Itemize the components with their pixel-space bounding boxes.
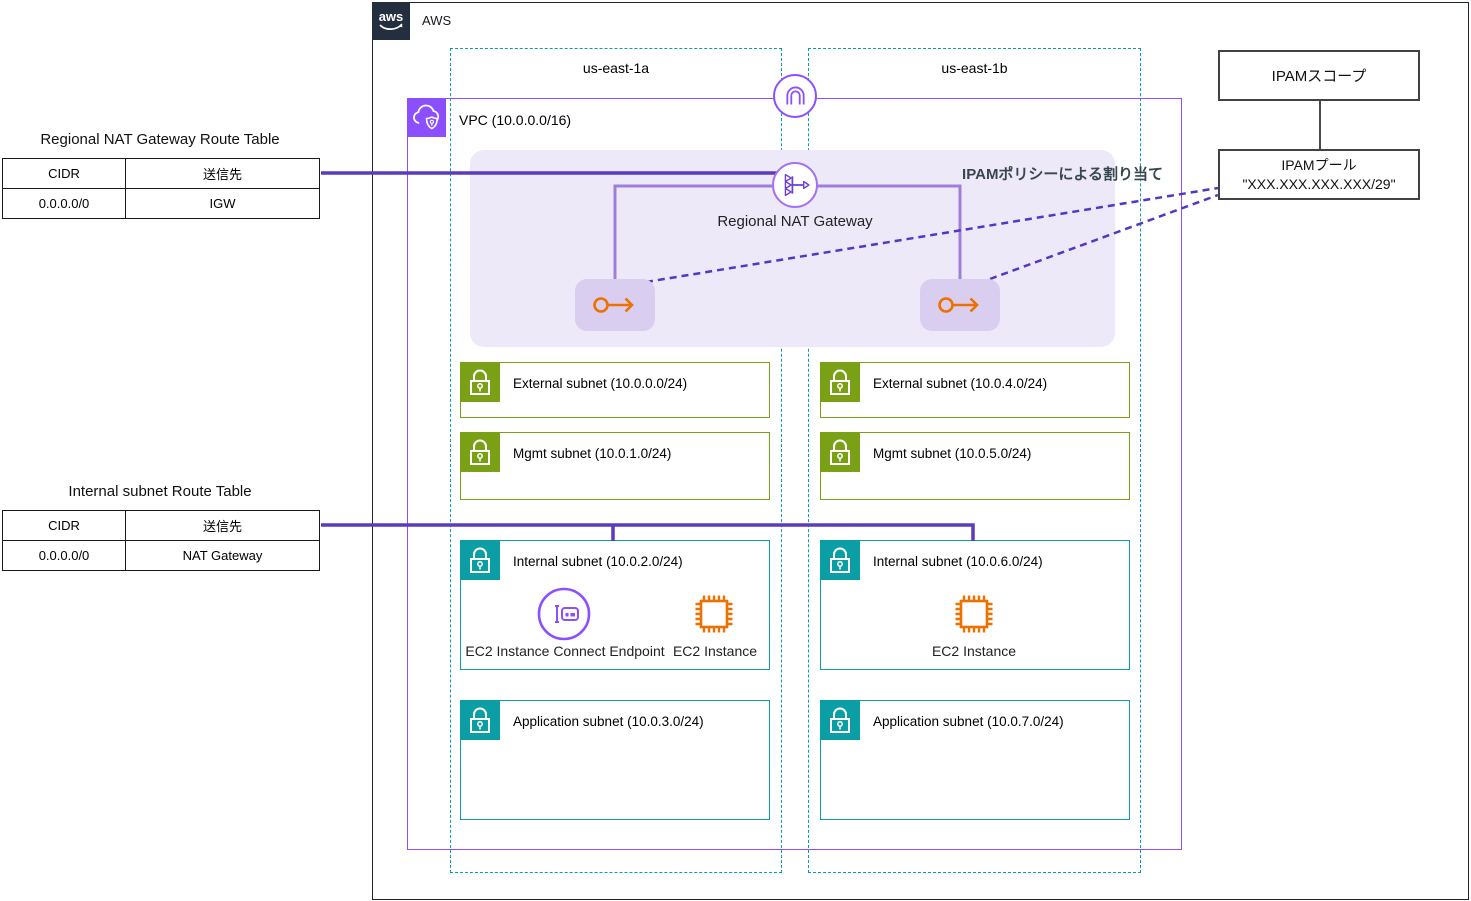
ec2-instance-connect-endpoint-icon <box>536 586 592 642</box>
subnet-a-external: External subnet (10.0.0.0/24) <box>459 361 770 418</box>
ipam-scope-label: IPAMスコープ <box>1271 68 1367 85</box>
col-header-dest: 送信先 <box>125 510 320 541</box>
aws-logo-icon: aws <box>372 2 410 40</box>
ipam-policy-note: IPAMポリシーによる割り当て <box>962 166 1163 183</box>
public-subnet-lock-icon <box>459 431 500 472</box>
nat-gateway-a <box>575 279 655 331</box>
subnet-label: Internal subnet (10.0.6.0/24) <box>873 554 1043 569</box>
subnet-a-internal: Internal subnet (10.0.2.0/24) EC2 Instan… <box>459 539 770 670</box>
subnet-label: Mgmt subnet (10.0.5.0/24) <box>873 446 1032 461</box>
regional-nat-gateway-label: Regional NAT Gateway <box>717 213 873 230</box>
public-subnet-lock-icon <box>459 361 500 402</box>
regional-route-table: CIDR 送信先 0.0.0.0/0 IGW <box>2 158 320 219</box>
nat-gateway-icon <box>593 297 634 313</box>
ipam-pool-box: IPAMプール "XXX.XXX.XXX.XXX/29" <box>1218 149 1420 200</box>
public-subnet-lock-icon <box>819 431 860 472</box>
subnet-b-mgmt: Mgmt subnet (10.0.5.0/24) <box>819 431 1130 500</box>
route-dest: IGW <box>125 188 320 219</box>
availability-zone-a: us-east-1a <box>450 48 782 873</box>
ipam-pool-label: IPAMプール <box>1281 156 1357 173</box>
ipam-pool-cidr: "XXX.XXX.XXX.XXX/29" <box>1242 175 1396 192</box>
ipam-scope-box: IPAMスコープ <box>1218 50 1420 101</box>
az-b-label: us-east-1b <box>941 60 1008 76</box>
ec2-instance-label: EC2 Instance <box>672 643 758 659</box>
internet-gateway-icon <box>773 74 817 118</box>
aws-cloud-boundary <box>372 2 1469 900</box>
ec2-instance-icon <box>951 591 997 637</box>
route-dest: NAT Gateway <box>125 540 320 571</box>
regional-route-table-title: Regional NAT Gateway Route Table <box>40 131 280 148</box>
nat-gateway-b <box>920 279 1000 331</box>
internal-route-table-title: Internal subnet Route Table <box>68 483 252 500</box>
subnet-a-mgmt: Mgmt subnet (10.0.1.0/24) <box>459 431 770 500</box>
subnet-label: Mgmt subnet (10.0.1.0/24) <box>513 446 672 461</box>
private-subnet-lock-icon <box>819 539 860 580</box>
aws-cloud-label: AWS <box>422 13 452 28</box>
subnet-label: Internal subnet (10.0.2.0/24) <box>513 554 683 569</box>
regional-nat-gateway-icon <box>772 162 818 208</box>
col-header-cidr: CIDR <box>2 510 126 541</box>
subnet-b-external: External subnet (10.0.4.0/24) <box>819 361 1130 418</box>
subnet-label: Application subnet (10.0.7.0/24) <box>873 714 1064 729</box>
col-header-cidr: CIDR <box>2 158 126 189</box>
route-cidr: 0.0.0.0/0 <box>2 540 126 571</box>
col-header-dest: 送信先 <box>125 158 320 189</box>
ec2-instance-icon <box>691 591 737 637</box>
az-a-label: us-east-1a <box>582 60 650 76</box>
private-subnet-lock-icon <box>819 699 860 740</box>
private-subnet-lock-icon <box>459 539 500 580</box>
public-subnet-lock-icon <box>819 361 860 402</box>
subnet-label: Application subnet (10.0.3.0/24) <box>513 714 704 729</box>
subnet-label: External subnet (10.0.0.0/24) <box>513 376 688 391</box>
vpc-icon <box>407 98 446 137</box>
subnet-a-application: Application subnet (10.0.3.0/24) <box>459 699 770 820</box>
internal-route-table: CIDR 送信先 0.0.0.0/0 NAT Gateway <box>2 510 320 571</box>
private-subnet-lock-icon <box>459 699 500 740</box>
vpc-label: VPC (10.0.0.0/16) <box>459 112 572 128</box>
subnet-label: External subnet (10.0.4.0/24) <box>873 376 1048 391</box>
availability-zone-b: us-east-1b <box>808 48 1141 873</box>
ec2-connect-endpoint-label: EC2 Instance Connect Endpoint <box>465 643 665 659</box>
nat-gateway-icon <box>938 297 979 313</box>
route-cidr: 0.0.0.0/0 <box>2 188 126 219</box>
subnet-b-internal: Internal subnet (10.0.6.0/24) EC2 Instan… <box>819 539 1130 670</box>
svg-text:aws: aws <box>379 9 404 24</box>
subnet-b-application: Application subnet (10.0.7.0/24) <box>819 699 1130 820</box>
ec2-instance-label: EC2 Instance <box>931 643 1017 659</box>
